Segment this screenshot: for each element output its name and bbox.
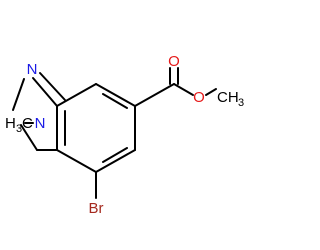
atom-br-label: Br	[89, 200, 104, 217]
bond-c4-c5-double	[102, 147, 128, 163]
bond-c7-c3a	[95, 83, 136, 107]
bond-n2-c3	[20, 124, 38, 151]
n-methyl-c: C	[22, 115, 33, 132]
bond-c6-carbonyl	[134, 83, 175, 107]
n-methyl-subscript: 3	[16, 123, 22, 135]
ester-methyl-subscript: 3	[238, 97, 244, 109]
atom-n1-label: N	[27, 61, 38, 78]
bond-c7-c3a-double	[102, 93, 128, 109]
bonds	[12, 67, 217, 199]
bond-carbonyl-oester	[173, 83, 194, 96]
bond-c4-c5	[95, 149, 136, 173]
structure-canvas: N N H 3 C O O CH 3 Br	[5, 53, 244, 217]
bond-c7-c7a	[56, 83, 97, 107]
atom-carbonyl-o-label: O	[168, 53, 180, 70]
ester-methyl-label: CH 3	[217, 89, 244, 109]
atom-n2-label: N	[35, 115, 46, 132]
bond-c7a-n1-double	[39, 72, 66, 101]
atom-labels: N N H 3 C O O CH 3 Br	[5, 53, 244, 217]
n-methyl-h: H	[5, 115, 16, 132]
ester-methyl-ch: CH	[217, 89, 239, 106]
bond-oester-methyl	[205, 88, 217, 96]
atom-ester-o-label: O	[193, 89, 205, 106]
bond-c5-c6	[56, 149, 97, 173]
bond-n1-n2	[12, 78, 25, 111]
indazole-ester-structure: N N H 3 C O O CH 3 Br	[5, 53, 244, 217]
n-methyl-label: H 3 C	[5, 115, 33, 135]
bond-c7a-n1	[32, 77, 58, 107]
